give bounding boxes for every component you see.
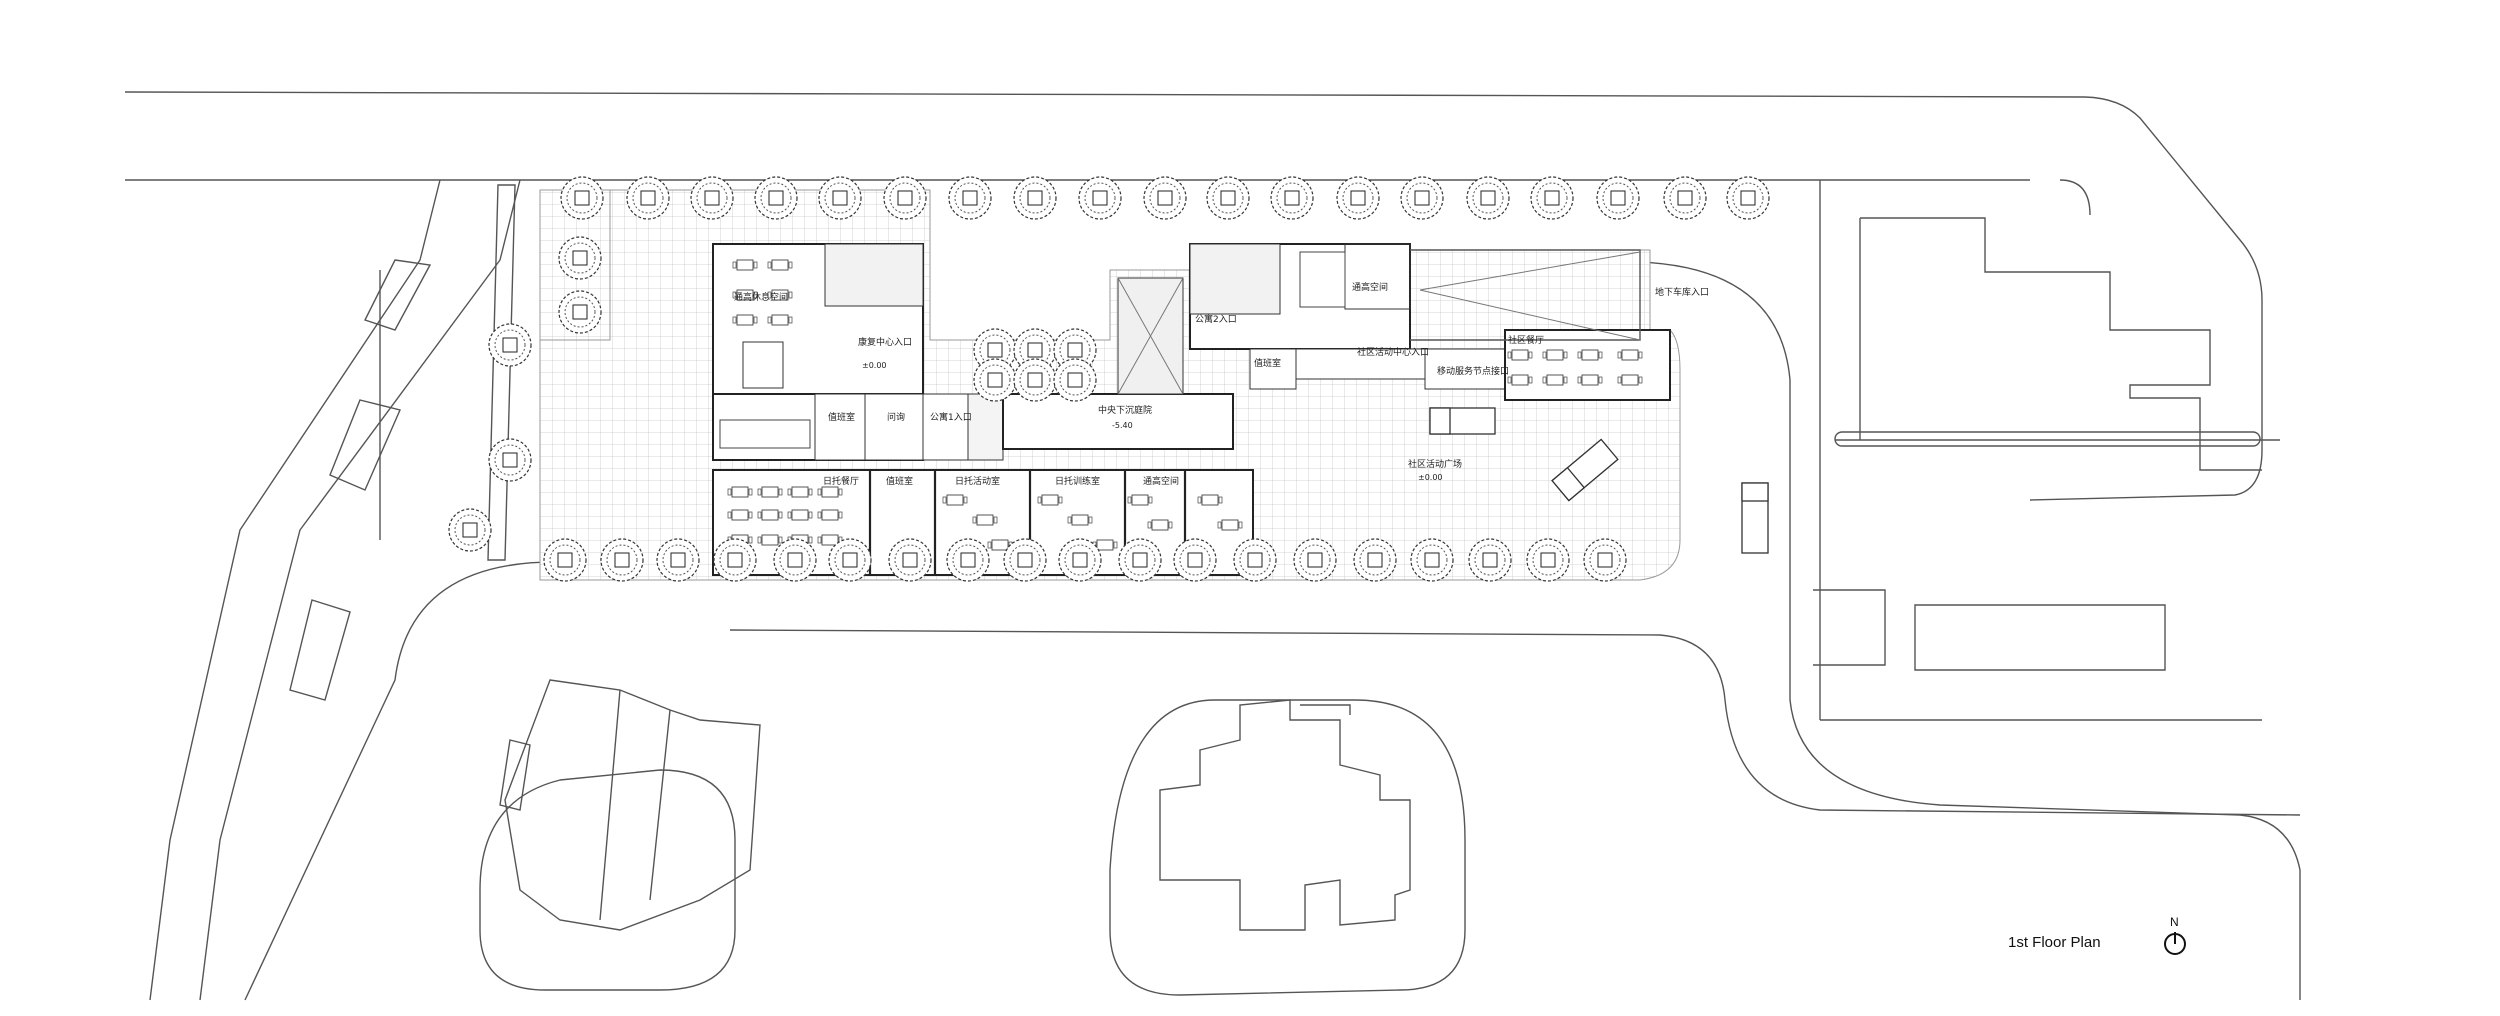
label-duty-2: 值班室 (886, 475, 913, 487)
label-duty-1: 值班室 (828, 411, 855, 423)
neighbor-buildings-right (1813, 217, 2280, 671)
plan-title: 1st Floor Plan (2008, 934, 2101, 951)
level-2: -5.40 (1112, 421, 1133, 430)
label-health-entry: 康复中心入口 (858, 336, 912, 348)
road-lines (124, 91, 2301, 1001)
label-daycare-dining: 日托餐厅 (823, 475, 859, 487)
label-tall-space-bottom: 通高空间 (1143, 475, 1179, 487)
north-arrow-icon: N (2164, 915, 2186, 955)
room-labels: 通高休息空间 康复中心入口 ±0.00 值班室 问询 公寓1入口 中央下沉庭院 … (734, 281, 1709, 487)
label-mobile-service: 移动服务节点接口 (1437, 365, 1509, 377)
label-community-plaza: 社区活动广场 (1408, 458, 1462, 470)
label-leisure: 通高休息空间 (734, 291, 788, 303)
neighbor-buildings-bottom (499, 679, 1411, 931)
label-underground-garage: 地下车库入口 (1655, 286, 1709, 298)
label-duty-3: 值班室 (1254, 357, 1281, 369)
label-community-dining: 社区餐厅 (1508, 334, 1544, 346)
label-daycare-activity: 日托活动室 (955, 475, 1000, 487)
label-tall-space-top: 通高空间 (1352, 281, 1388, 293)
level-3: ±0.00 (1418, 473, 1443, 482)
label-apt-2: 公寓2入口 (1195, 313, 1237, 325)
label-inquiry: 问询 (887, 411, 905, 423)
furniture (719, 251, 1643, 551)
level-1: ±0.00 (862, 361, 887, 370)
label-apt-1: 公寓1入口 (930, 411, 972, 423)
label-central-court: 中央下沉庭院 (1098, 404, 1152, 416)
label-daycare-rehab: 日托训练室 (1055, 475, 1100, 487)
label-community-center-entry: 社区活动中心入口 (1357, 346, 1429, 358)
north-letter: N (2170, 915, 2179, 929)
neighbor-buildings-left (289, 184, 516, 701)
vehicles (1429, 407, 1769, 554)
